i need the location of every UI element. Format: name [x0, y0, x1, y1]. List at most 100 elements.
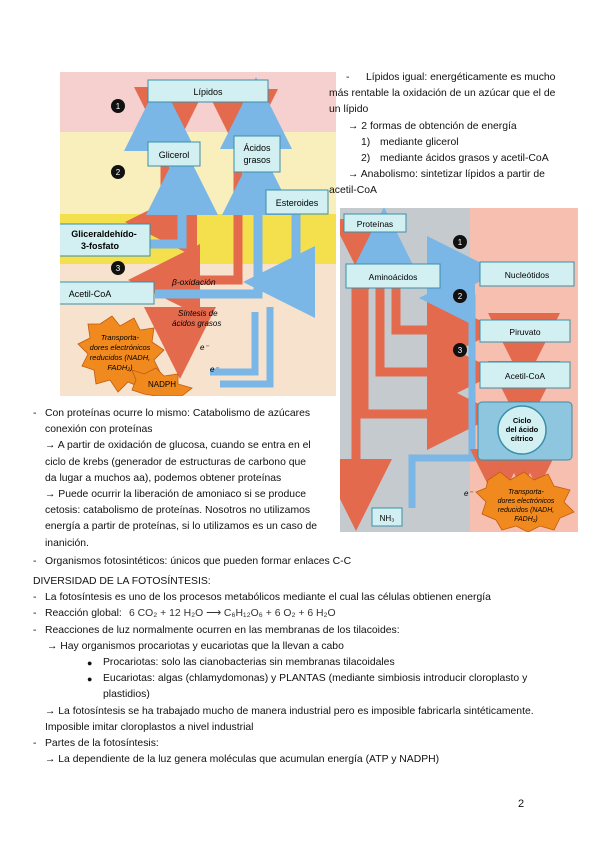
text-line: → Puede ocurrir la liberación de amoniac…: [45, 489, 307, 501]
text-line: conexión con proteínas: [45, 424, 153, 436]
ciclo-label-2: del ácido: [506, 425, 539, 434]
step-badge-1-label: 1: [116, 102, 121, 111]
list-item: mediante glicerol: [380, 136, 459, 148]
step-badge-1: [111, 99, 125, 113]
list-item: Procariotas: solo las cianobacterias sin…: [103, 656, 395, 668]
citric-acid-cycle: [497, 405, 547, 455]
text-line: → La dependiente de la luz genera molécu…: [45, 754, 440, 766]
text-line: → Anabolismo: sintetizar lípidos a parti…: [348, 169, 545, 181]
dash: -: [33, 608, 37, 620]
text-line: ciclo de krebs (generador de estructuras…: [45, 456, 307, 468]
text-line: → 2 formas de obtención de energía: [348, 120, 517, 132]
step-badge-3: [111, 261, 125, 275]
text-line: Organismos fotosintéticos: únicos que pu…: [45, 555, 352, 567]
text-line: inanición.: [45, 537, 89, 549]
gliceraldehido-label-1: Gliceraldehído-: [71, 229, 137, 239]
piruvato-label: Piruvato: [509, 327, 540, 337]
glicerol-box: [147, 141, 201, 167]
text-line: → La fotosíntesis se ha trabajado mucho …: [45, 705, 534, 717]
text-line: un lípido: [329, 104, 369, 116]
text-line: → A partir de oxidación de glucosa, cuan…: [45, 440, 311, 452]
step-badge-3: [453, 343, 467, 357]
list-item: mediante ácidos grasos y acetil-CoA: [380, 152, 549, 164]
photosynthesis-section: DIVERSIDAD DE LA FOTOSÍNTESIS: - La foto…: [33, 574, 573, 768]
text-line: Imposible imitar cloroplastos a nivel in…: [45, 721, 254, 733]
gliceraldehido-box: [60, 223, 151, 257]
electron-label: e⁻: [464, 489, 473, 498]
transport-label-4: FADH₂): [514, 516, 538, 523]
text-line: plastidios): [103, 689, 150, 701]
text-line: cetosis: catabolismo de proteínas. Nosot…: [45, 505, 311, 517]
grasos-label: grasos: [243, 155, 271, 165]
nh3-box: [371, 507, 403, 527]
step-badge-3-label: 3: [116, 264, 121, 273]
lipidos-box: [147, 79, 269, 103]
step-badge-2-label: 2: [458, 292, 463, 301]
nadph-label: NADPH: [148, 380, 176, 389]
list-number: 1): [361, 136, 371, 148]
proteinas-label: Proteínas: [357, 219, 393, 229]
transport-label-1: Transporta-: [508, 489, 544, 496]
acidos-grasos-box: [233, 135, 281, 173]
list-number: 2): [361, 152, 371, 164]
bullet-icon: ●: [87, 657, 93, 668]
transport-label-2: dores electrónicos: [498, 498, 555, 505]
sintesis-label-2: ácidos grasos: [172, 319, 221, 328]
text-line: Reacción global:: [45, 608, 122, 620]
aminoacidos-box: [345, 263, 441, 289]
transport-star: [475, 471, 575, 532]
text-line: energía a partir de proteínas, si lo uti…: [45, 521, 318, 533]
lipid-metabolism-diagram: Lípidos Glicerol Ácidos grasos Esteroide…: [60, 72, 336, 396]
step-badge-1: [453, 235, 467, 249]
ciclo-label-3: cítrico: [511, 434, 534, 443]
aminoacidos-label: Aminoácidos: [369, 272, 418, 282]
dash: -: [33, 592, 37, 604]
text-line: acetil-CoA: [329, 185, 377, 197]
list-item: Eucariotas: algas (chlamydomonas) y PLAN…: [103, 673, 528, 685]
nh3-label: NH₃: [380, 514, 395, 523]
glicerol-label: Glicerol: [159, 150, 190, 160]
dash: -: [33, 737, 37, 749]
protein-metabolism-diagram: Proteínas Aminoácidos Nucleótidos Piruva…: [340, 208, 578, 532]
text-line: Reacciones de luz normalmente ocurren en…: [45, 624, 400, 636]
reaction-formula: 6 CO₂ + 12 H₂O ⟶ C₆H₁₂O₆ + 6 O₂ + 6 H₂O: [129, 608, 336, 620]
nadph-star: [131, 367, 193, 396]
transport-label-3: reducidos (NADH,: [90, 353, 150, 362]
nucleotidos-label: Nucleótidos: [505, 270, 549, 280]
text-line: La fotosíntesis es uno de los procesos m…: [45, 592, 491, 604]
transport-label-1: Transporta-: [101, 333, 140, 342]
text-line: más rentable la oxidación de un azúcar q…: [329, 88, 556, 100]
acetil-coa-box: [479, 361, 571, 389]
nucleotidos-box: [479, 261, 575, 287]
acetil-coa-label: Acetil-CoA: [505, 371, 545, 381]
dash: -: [346, 72, 350, 83]
gliceraldehido-label-2: 3-fosfato: [81, 241, 120, 251]
bullet-icon: ●: [87, 674, 93, 685]
transport-label-3: reducidos (NADH,: [498, 507, 554, 514]
step-badge-3-label: 3: [458, 346, 463, 355]
step-badge-2-label: 2: [116, 168, 121, 177]
sintesis-label-1: Síntesis de: [178, 309, 218, 318]
electron-label-2: e⁻: [210, 365, 219, 374]
acidos-label: Ácidos: [243, 143, 271, 153]
text-line: Con proteínas ocurre lo mismo: Catabolis…: [45, 408, 311, 419]
dash: -: [33, 624, 37, 636]
step-badge-2: [111, 165, 125, 179]
step-badge-2: [453, 289, 467, 303]
esteroides-box: [265, 189, 329, 215]
acetil-coa-label: Acetil-CoA: [69, 289, 112, 299]
transport-label-4: FADH₂): [107, 363, 133, 372]
text-line: Lípidos igual: energéticamente es mucho: [366, 72, 556, 83]
text-line: da lugar a muchos aa), podemos obtener p…: [45, 472, 282, 484]
piruvato-box: [479, 319, 571, 343]
transport-label-2: dores electrónicos: [90, 343, 151, 352]
text-line: → Hay organismos procariotas y eucariota…: [47, 640, 344, 652]
proteinas-box: [343, 213, 407, 233]
ciclo-label-1: Ciclo: [513, 416, 532, 425]
lipidos-label: Lípidos: [193, 87, 223, 97]
step-badge-1-label: 1: [458, 238, 463, 247]
esteroides-label: Esteroides: [276, 198, 319, 208]
electron-label-1: e⁻: [200, 343, 209, 352]
dash: -: [33, 408, 37, 419]
section-heading: DIVERSIDAD DE LA FOTOSÍNTESIS:: [33, 576, 211, 587]
